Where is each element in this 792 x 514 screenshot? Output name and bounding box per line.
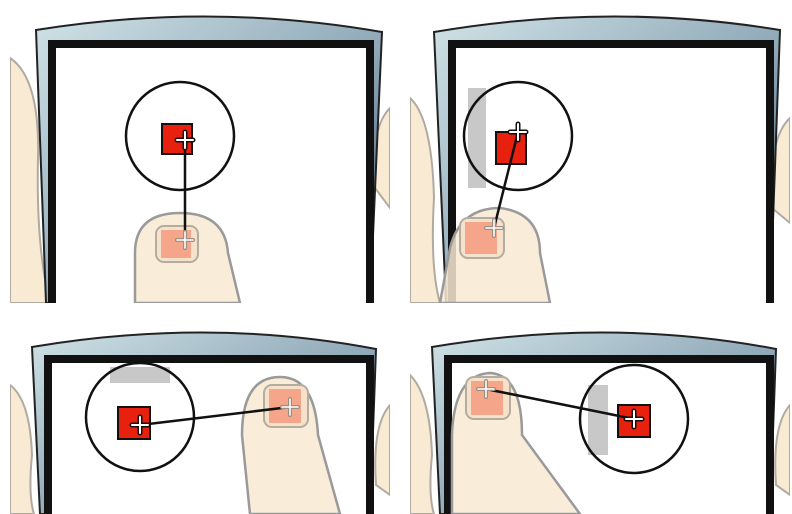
lens-edge-shadow [588,385,608,455]
panel-bottom-right [410,325,790,514]
lens-edge-shadow [110,367,170,383]
panel-top-left [10,8,390,303]
hand-left [410,98,440,303]
panel-top-right [410,8,790,303]
hand-left [410,375,434,514]
hand-left [10,385,34,514]
panel-bottom-left [10,325,390,514]
hand-right [375,405,390,495]
hand-right [775,405,790,495]
